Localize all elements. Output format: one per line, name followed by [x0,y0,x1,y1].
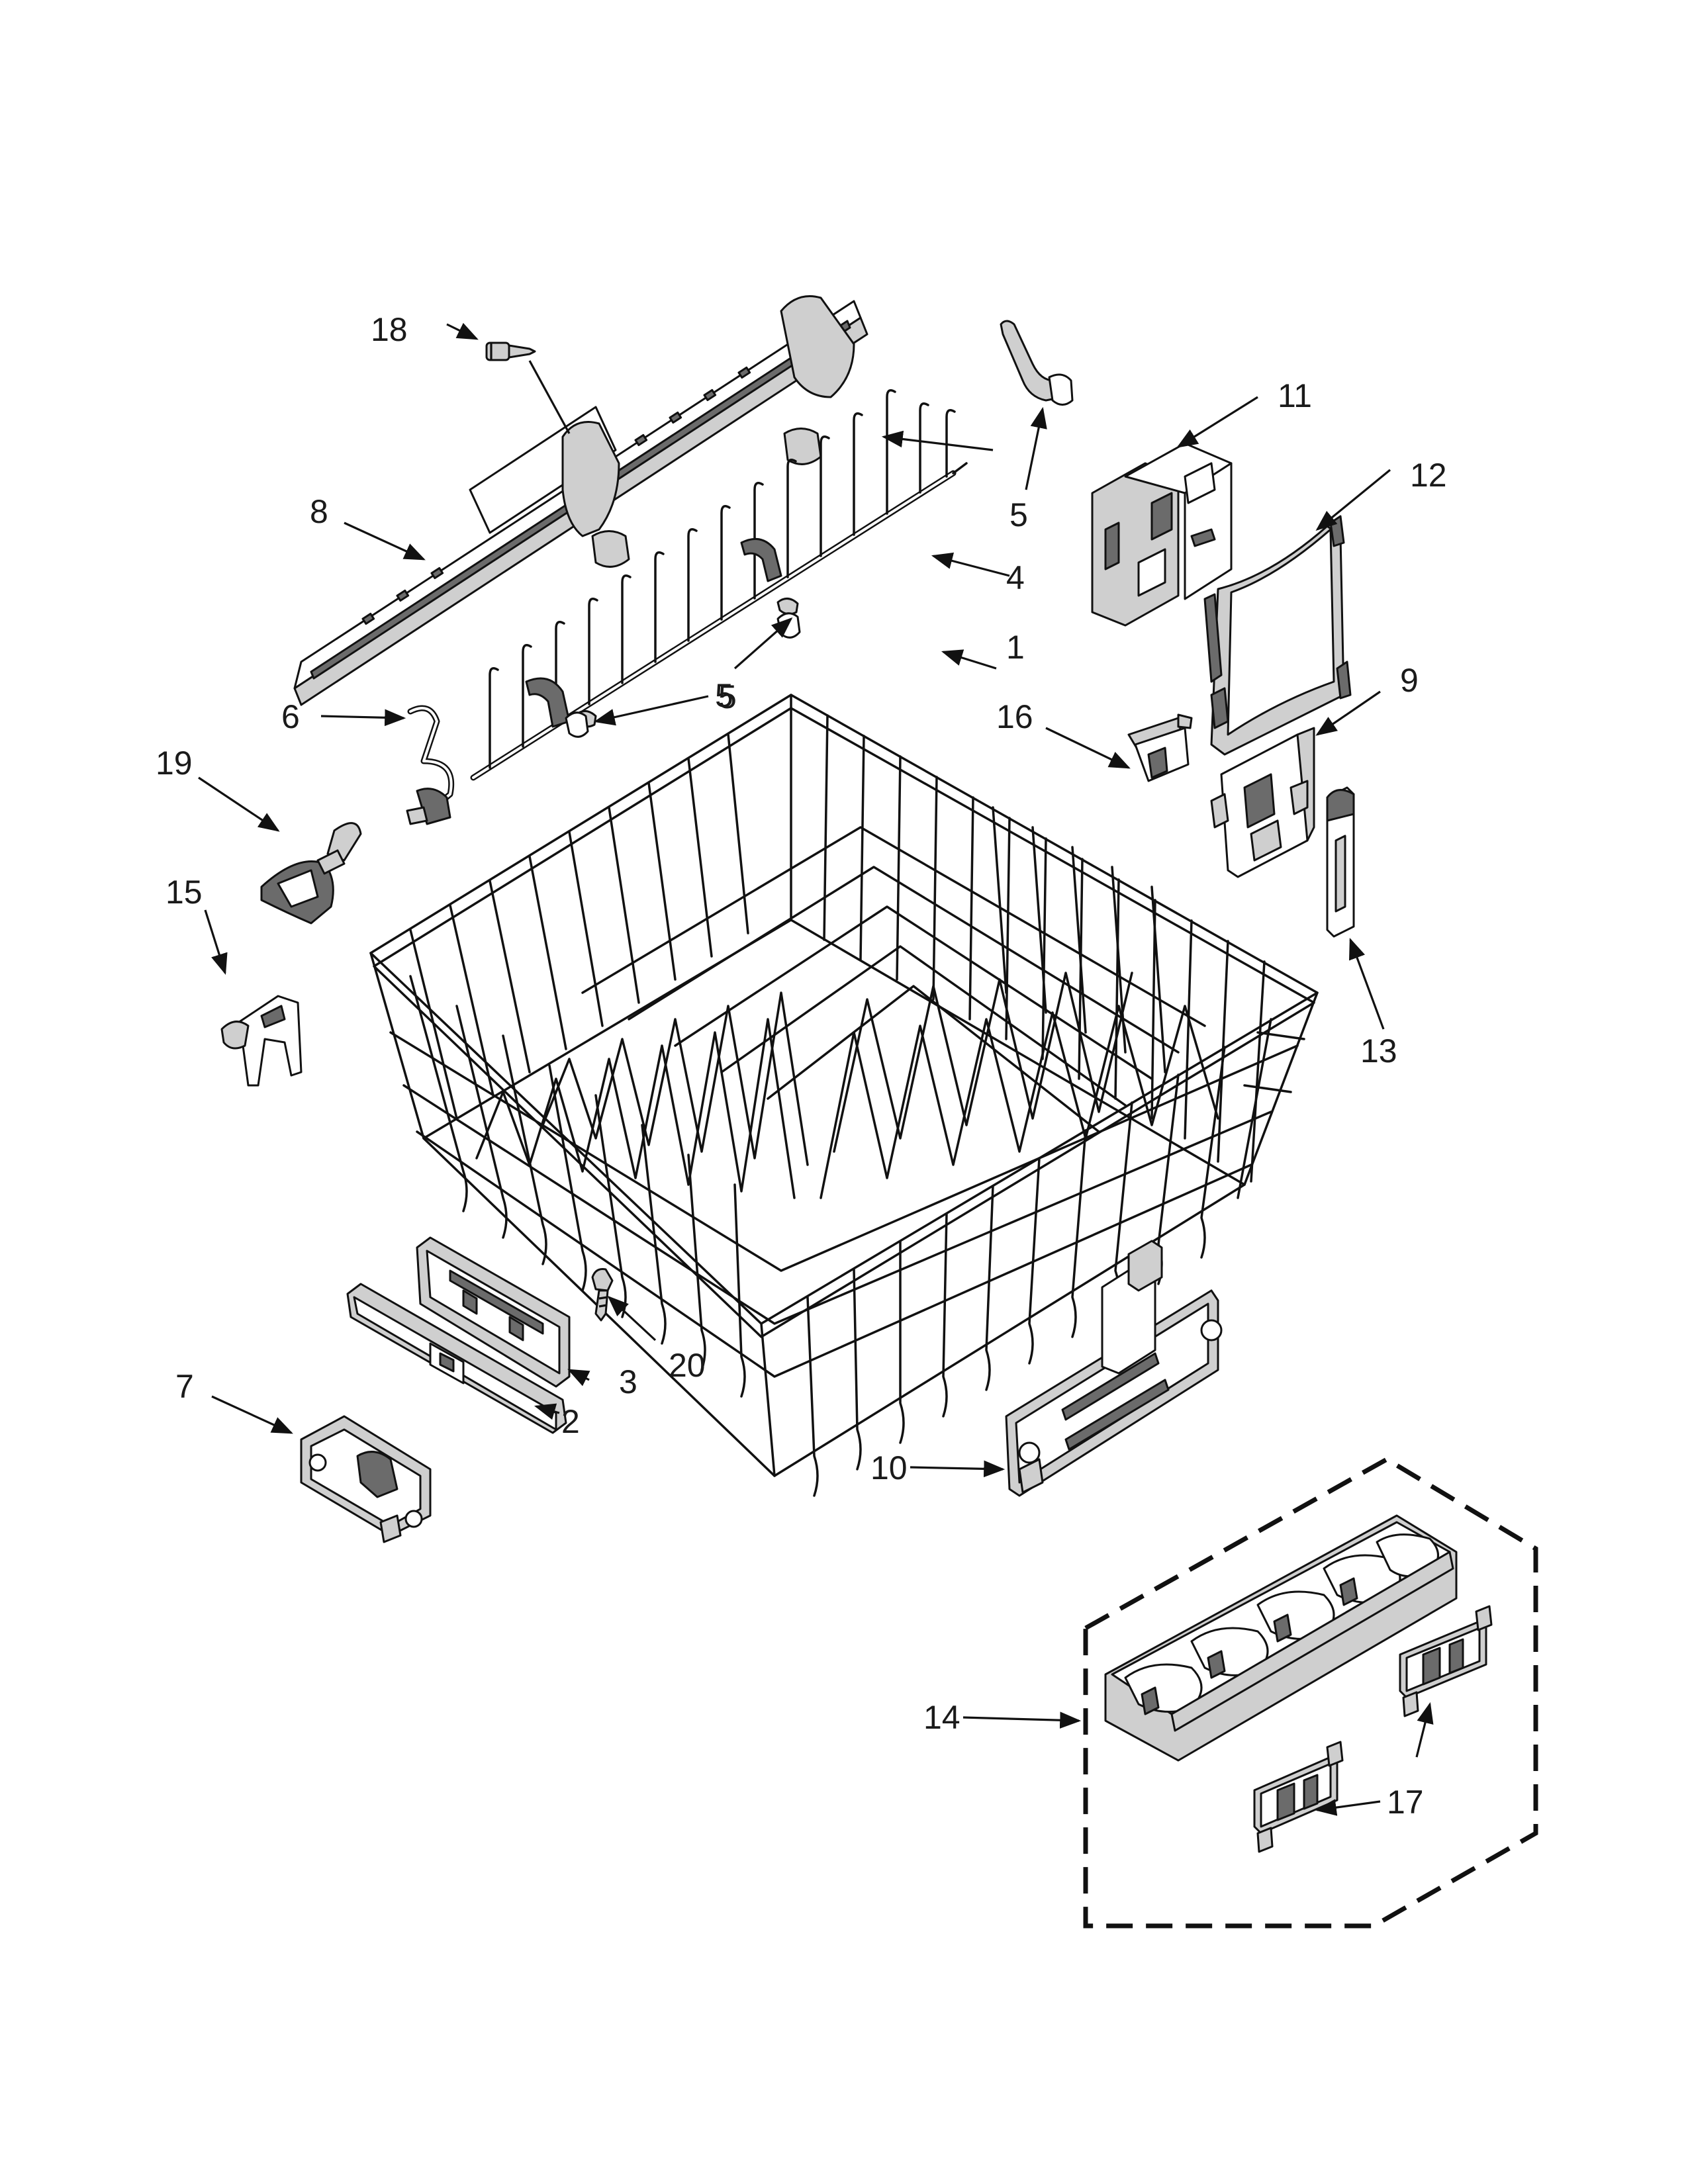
callout-11: 11 [1278,377,1312,414]
part-20-screw [591,1268,614,1322]
part-3-handle [416,1236,571,1388]
part-5-clip-top [1000,320,1074,406]
callout-labels: 18 8 5 11 12 4 5 5 1 6 16 9 19 15 13 20 … [156,311,1447,1821]
part-17-clip-right [1399,1605,1493,1717]
callout-2: 2 [561,1403,580,1440]
callout-3: 3 [619,1363,637,1400]
part-16-bracket [1127,713,1193,782]
callout-4: 4 [1006,559,1025,596]
callout-9: 9 [1400,662,1419,699]
part-19-latch [260,822,362,925]
callout-5-middle: 5 [718,678,737,715]
part-2-handle-cover [346,1283,567,1434]
leader-lines [198,322,1434,1816]
callout-13: 13 [1360,1032,1397,1069]
part-13-clip [1326,786,1355,938]
callout-1: 1 [1006,629,1025,666]
part-17-clip-left [1253,1741,1344,1853]
part-11-adjuster-housing [1091,442,1233,627]
part-7-wire-clip [406,705,455,825]
callout-18: 18 [371,311,408,348]
part-5-clip-middle [776,612,801,639]
callout-10: 10 [870,1449,908,1486]
part-15-stop-clip [220,995,303,1087]
part-9-adjuster-cover [1210,727,1315,878]
part-18-screw [485,341,536,361]
part-8-rack-rail [293,295,868,706]
callout-15: 15 [165,874,203,911]
callout-5-top: 5 [1009,496,1028,533]
callout-6: 7 [175,1368,194,1405]
callout-19: 19 [156,745,193,782]
part-5-clip-lower [565,711,589,738]
callout-14: 14 [923,1699,961,1736]
callout-5-lower: 5 [715,677,733,714]
part-14-group [1083,1456,1538,1929]
part-14-stemware-holder [1104,1514,1458,1762]
part-12-shield [1203,515,1352,756]
callout-7: 6 [281,698,300,735]
callout-12: 12 [1410,457,1447,494]
part-4-tine-row [470,389,968,781]
callout-16: 16 [996,698,1033,735]
callout-8: 8 [310,493,328,530]
callout-17: 17 [1387,1784,1424,1821]
part-6-bracket [300,1415,432,1543]
part-10-rack-adjuster [1005,1240,1223,1497]
callout-20: 20 [669,1347,706,1384]
